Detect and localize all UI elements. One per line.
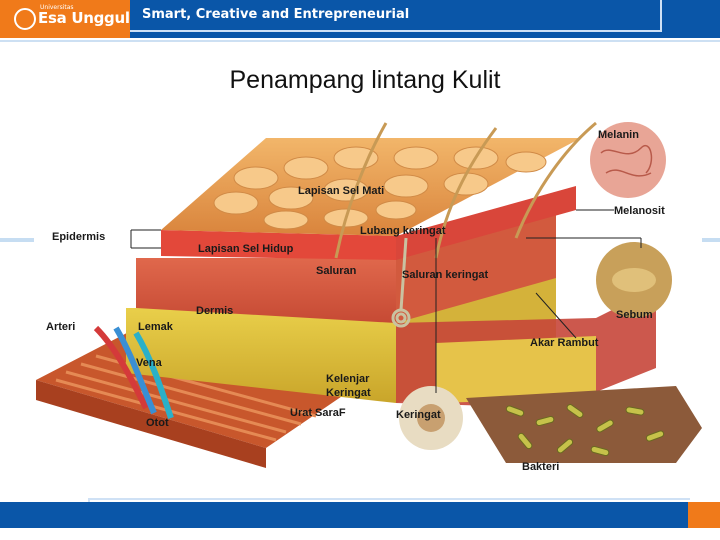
label-lapisan-sel-mati: Lapisan Sel Mati [298, 185, 384, 197]
right-accent-bar [696, 238, 720, 242]
header-tagline: Smart, Creative and Entrepreneurial [142, 7, 410, 22]
bacteria-area [466, 386, 702, 463]
label-sebum: Sebum [616, 309, 653, 321]
logo-emblem-icon [14, 8, 36, 30]
label-lapisan-sel-hidup: Lapisan Sel Hidup [198, 243, 294, 255]
label-epidermis: Epidermis [52, 231, 105, 243]
label-saluran: Saluran [316, 265, 357, 277]
label-lubang-keringat: Lubang keringat [360, 225, 446, 237]
label-keringat-gland: Keringat [326, 387, 371, 399]
logo-small-text: Universitas [40, 4, 74, 11]
header-underline [0, 40, 720, 42]
footer-bar [0, 502, 720, 528]
slide-title: Penampang lintang Kulit [229, 66, 501, 94]
university-logo: Universitas Esa Unggul [0, 0, 130, 38]
label-vena: Vena [136, 357, 163, 369]
label-melanosit: Melanosit [614, 205, 665, 217]
label-saluran-keringat: Saluran keringat [402, 269, 489, 281]
melanin-inset [590, 122, 666, 198]
fat-layer [126, 308, 396, 403]
label-keringat: Keringat [396, 409, 441, 421]
label-lemak: Lemak [138, 321, 174, 333]
header-frame-line [130, 0, 662, 32]
label-dermis: Dermis [196, 305, 233, 317]
logo-text: Esa Unggul [38, 9, 130, 27]
footer-margin [0, 528, 720, 540]
label-arteri: Arteri [46, 321, 75, 333]
label-otot: Otot [146, 417, 169, 429]
skin-cross-section-diagram: Melanin Melanosit Lapisan Sel Mati Epide… [36, 118, 702, 480]
dermis-layer [136, 258, 396, 323]
label-kelenjar: Kelenjar [326, 373, 370, 385]
label-akar-rambut: Akar Rambut [530, 337, 599, 349]
left-accent-bar [0, 238, 34, 242]
label-urat-saraf: Urat SaraF [290, 407, 346, 419]
label-bakteri: Bakteri [522, 461, 559, 473]
label-melanin: Melanin [598, 129, 639, 141]
footer-accent [688, 502, 720, 528]
